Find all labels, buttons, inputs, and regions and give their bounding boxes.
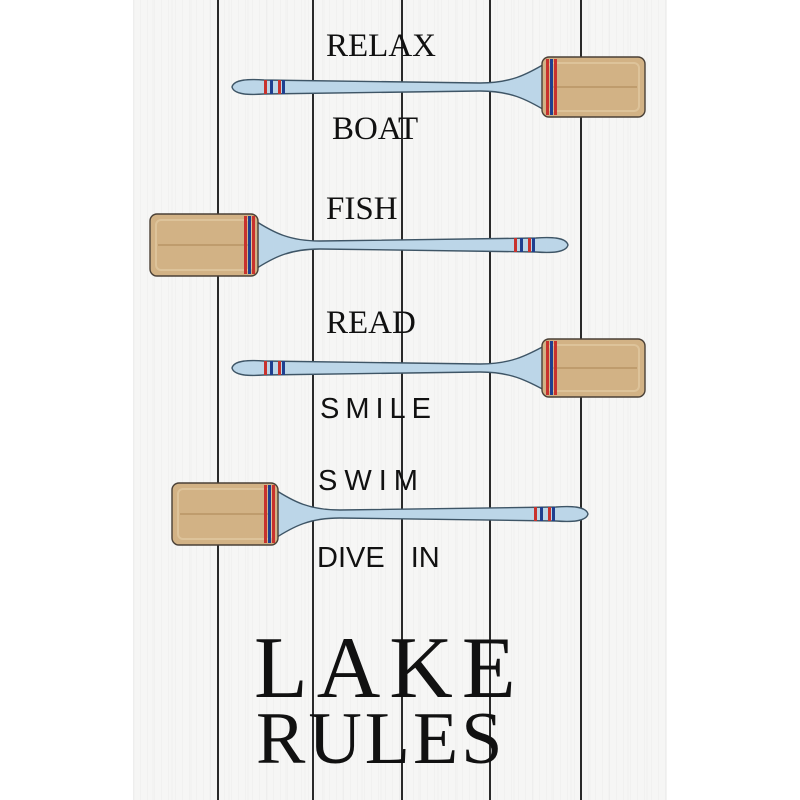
plank-seam [217, 0, 219, 800]
oar-shaft-stripe [282, 80, 285, 94]
word-fish: FISH [326, 191, 398, 227]
oar-shaft-stripe [270, 361, 273, 375]
oar-shaft-stripe [532, 238, 535, 252]
plank-seam [489, 0, 491, 800]
wooden-oar-icon [231, 56, 646, 118]
oar-stripe [546, 341, 549, 395]
oar-shaft-stripe [534, 507, 537, 521]
wooden-oar-icon [171, 482, 589, 546]
oar-stripe [248, 216, 251, 274]
word-dive-in: DIVE IN [317, 542, 440, 574]
headline-rules: RULES [256, 698, 506, 780]
word-swim: SWIM [318, 465, 425, 497]
oar-stripe [550, 341, 553, 395]
oar-shaft-stripe [278, 361, 281, 375]
oar-stripe [252, 216, 255, 274]
oar-shaft-stripe [514, 238, 517, 252]
headline-lake: LAKE [254, 620, 525, 717]
plank-seam [580, 0, 582, 800]
oar-stripe [272, 485, 275, 543]
oar-shaft-stripe [264, 80, 267, 94]
oar-shaft-stripe [282, 361, 285, 375]
wooden-oar-icon [231, 338, 646, 398]
oar-shaft-stripe [264, 361, 267, 375]
wooden-oar-icon [149, 213, 569, 277]
oar-stripe [550, 59, 553, 115]
oar-shaft-stripe [528, 238, 531, 252]
oar-stripe [554, 341, 557, 395]
word-read: READ [326, 305, 416, 341]
oar-shaft-stripe [540, 507, 543, 521]
oar-stripe [264, 485, 267, 543]
oar-stripe [546, 59, 549, 115]
oar-stripe [268, 485, 271, 543]
oar-shaft-stripe [552, 507, 555, 521]
word-boat: BOAT [332, 111, 419, 147]
plank-seam [401, 0, 403, 800]
oar-stripe [554, 59, 557, 115]
oar-shaft-stripe [520, 238, 523, 252]
plank-seam [312, 0, 314, 800]
word-relax: RELAX [326, 28, 436, 64]
whitewashed-wood-panel [133, 0, 667, 800]
word-smile: SMILE [320, 393, 438, 425]
oar-shaft-stripe [270, 80, 273, 94]
oar-stripe [244, 216, 247, 274]
oar-shaft-stripe [548, 507, 551, 521]
oar-shaft-stripe [278, 80, 281, 94]
wood-grain-texture [133, 0, 667, 800]
